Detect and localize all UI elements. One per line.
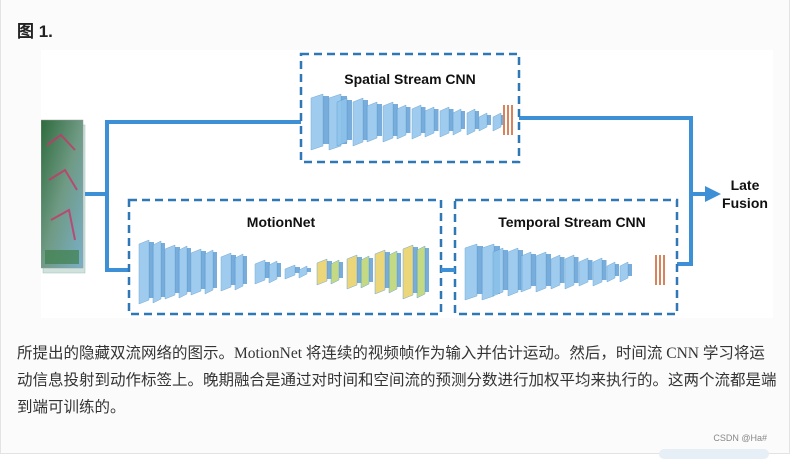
motionnet-layer-0	[138, 239, 154, 305]
spatial-layer-b-2	[382, 101, 398, 143]
motionnet-layer-9	[402, 244, 418, 300]
bottom-widget	[659, 449, 769, 459]
motionnet-layer-b-2	[204, 249, 217, 295]
diagram-svg: Spatial Stream CNN MotionNet Temporal St…	[41, 52, 768, 316]
motionnet-layer-b-9	[416, 245, 429, 299]
temporal-to-fusion-line	[673, 194, 693, 266]
csdn-watermark: CSDN @Ha#	[713, 433, 767, 443]
temporal-layer-3	[550, 254, 565, 290]
motionnet-layer-b-3	[234, 253, 247, 291]
motionnet-layer-7	[346, 254, 362, 290]
temporal-layer-b-3	[564, 254, 579, 290]
spatial-layer-6	[478, 112, 491, 132]
temporal-layer-b-4	[592, 257, 607, 287]
spatial-fc-1	[507, 105, 509, 135]
temporal-layer-b-1	[507, 247, 523, 297]
temporal-layer-1	[492, 247, 508, 297]
spatial-layer-b-3	[411, 104, 426, 140]
architecture-diagram: Spatial Stream CNN MotionNet Temporal St…	[41, 50, 773, 318]
motionnet-layer-8	[374, 249, 390, 295]
spatial-fc-0	[503, 105, 505, 135]
motionnet-layer-3	[220, 252, 236, 292]
spatial-layer-b-4	[439, 106, 454, 138]
temporal-layer-2	[520, 251, 536, 293]
temporal-layer-4	[578, 257, 593, 287]
motionnet-layer-5	[284, 264, 300, 280]
temporal-fc-1	[659, 255, 661, 285]
motionnet-layer-b-5	[298, 265, 311, 279]
motionnet-layer-1	[164, 244, 180, 300]
spatial-layer-4	[424, 106, 439, 138]
motionnet-layer-b-7	[360, 255, 373, 289]
figure-label: 图 1.	[17, 22, 53, 41]
figure-caption: 所提出的隐藏双流网络的图示。MotionNet 将连续的视频帧作为输入并估计运动…	[17, 345, 777, 416]
motionnet-layer-4	[254, 259, 270, 285]
spatial-layer-1	[336, 97, 352, 147]
spatial-layer-b-1	[352, 97, 368, 147]
spatial-cnn-layers	[310, 93, 513, 151]
fusion-label-line1: Late	[731, 177, 760, 193]
temporal-layer-b-2	[535, 251, 551, 293]
spatial-layer-0	[310, 93, 329, 151]
temporal-stream-label: Temporal Stream CNN	[498, 214, 646, 230]
input-split-line	[85, 120, 301, 196]
temporal-cnn-layers	[464, 243, 665, 301]
temporal-fc-0	[655, 255, 657, 285]
fusion-label-line2: Fusion	[722, 195, 768, 211]
temporal-layer-0	[464, 243, 483, 301]
spatial-layer-5	[452, 108, 465, 136]
input-video-frames	[41, 119, 86, 274]
motionnet-layers	[138, 239, 429, 305]
spatial-layer-3	[396, 104, 411, 140]
spatial-layer-b-5	[466, 108, 479, 136]
motionnet-layer-b-6	[330, 259, 343, 285]
motionnet-layer-2	[190, 248, 206, 296]
spatial-to-fusion-line	[519, 116, 709, 196]
spatial-fc-2	[511, 105, 513, 135]
motionnet-layer-6	[316, 258, 332, 286]
spatial-stream-label: Spatial Stream CNN	[344, 71, 475, 87]
temporal-layer-b-5	[619, 261, 632, 283]
motionnet-label: MotionNet	[247, 214, 316, 230]
spatial-layer-2	[366, 101, 382, 143]
motionnet-layer-b-8	[388, 250, 401, 294]
temporal-fc-2	[663, 255, 665, 285]
motionnet-layer-b-4	[268, 260, 281, 284]
motionnet-layer-b-1	[178, 245, 191, 299]
temporal-layer-5	[606, 261, 619, 283]
motionnet-layer-b-0	[152, 240, 165, 304]
fusion-arrowhead	[705, 186, 721, 202]
